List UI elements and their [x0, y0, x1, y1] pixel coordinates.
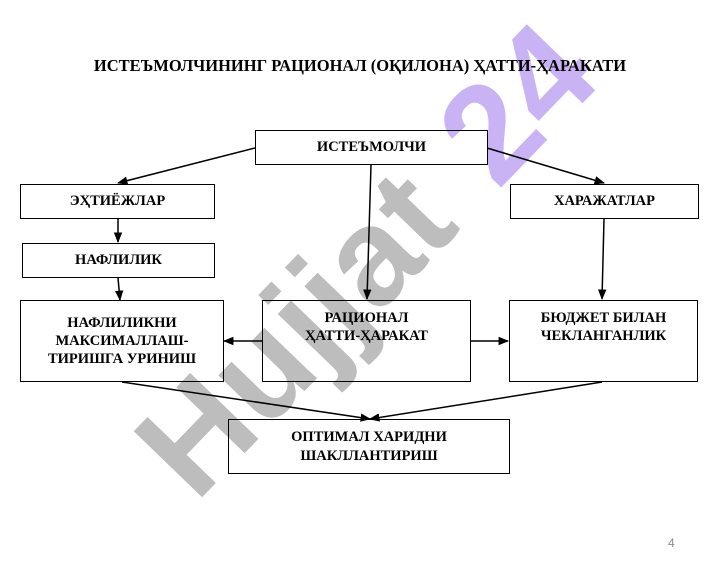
arrow-budget-to-optimal	[368, 381, 603, 422]
node-needs: ЭҲТИЁЖЛАР	[20, 184, 215, 219]
node-maximize-utility: НАФЛИЛИКНИ МАКСИМАЛЛАШ- ТИРИШГА УРИНИШ	[20, 300, 224, 382]
arrow-consumer-to-needs	[116, 147, 256, 185]
arrow-consumer-to-expenses	[486, 147, 606, 185]
arrow-expenses-to-budget	[598, 218, 607, 301]
node-utility: НАФЛИЛИК	[22, 243, 215, 278]
node-rational-behavior: РАЦИОНАЛ ҲАТТИ-ҲАРАКАТ	[262, 300, 471, 382]
node-budget-constraint: БЮДЖЕТ БИЛАН ЧЕКЛАНГАНЛИК	[509, 300, 698, 382]
arrow-utility-to-maximize	[114, 277, 124, 302]
page-number: 4	[668, 536, 675, 550]
arrow-maximize-to-optimal	[121, 381, 372, 422]
diagram-title: ИСТЕЪМОЛЧИНИНГ РАЦИОНАЛ (ОҚИЛОНА) ҲАТТИ-…	[93, 56, 627, 75]
node-consumer: ИСТЕЪМОЛЧИ	[255, 130, 488, 165]
node-optimal-purchase: ОПТИМАЛ ХАРИДНИ ШАКЛЛАНТИРИШ	[228, 419, 510, 474]
arrow-consumer-to-rational	[363, 164, 372, 301]
node-expenses: ХАРАЖАТЛАР	[510, 184, 699, 219]
